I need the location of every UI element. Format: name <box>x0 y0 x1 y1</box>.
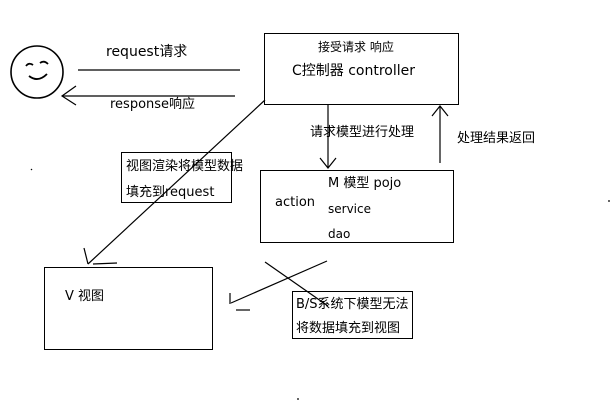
model-to-controller-arrow <box>431 105 449 163</box>
render-note-box <box>121 152 232 203</box>
controller-title: 接受请求 响应 <box>318 40 394 54</box>
controller-box <box>264 33 459 105</box>
bs-note-line-1: B/S系统下模型无法 <box>296 297 409 312</box>
model-result-label: 处理结果返回 <box>457 131 536 146</box>
model-box <box>260 170 454 243</box>
request-label: request请求 <box>106 44 188 60</box>
crossed-model-to-view-arrow <box>229 260 329 311</box>
render-note-line-2: 填充到request <box>126 185 215 200</box>
model-side-label: action <box>275 195 316 210</box>
bs-note-line-2: 将数据填充到视图 <box>296 321 401 336</box>
view-name: V 视图 <box>65 289 105 304</box>
controller-name: C控制器 controller <box>292 63 416 79</box>
model-dao: dao <box>328 227 351 241</box>
model-title: M 模型 pojo <box>328 176 402 191</box>
render-note-line-1: 视图渲染将模型数据 <box>126 159 244 174</box>
response-label: response响应 <box>110 97 196 112</box>
smiley-face-icon <box>10 45 64 99</box>
controller-to-view-arrow <box>83 99 266 265</box>
model-service: service <box>328 202 371 216</box>
model-request-label: 请求模型进行处理 <box>310 125 415 140</box>
view-box <box>44 267 213 350</box>
response-arrow <box>60 85 235 106</box>
bs-note-box <box>292 291 413 339</box>
controller-to-model-arrow <box>319 105 337 169</box>
